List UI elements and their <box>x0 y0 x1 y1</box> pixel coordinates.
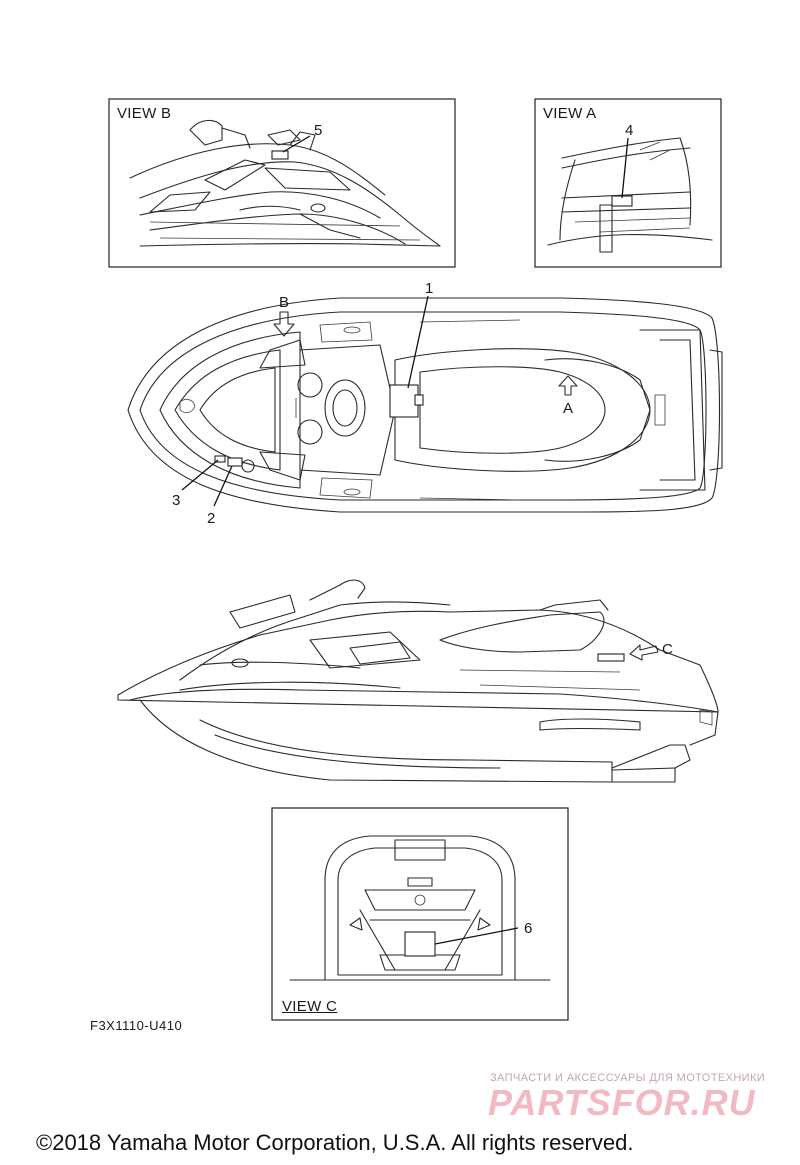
view-b-craft-drawing <box>129 119 441 247</box>
view-c-craft-drawing <box>289 835 551 981</box>
view-c-label: VIEW C <box>282 998 338 1015</box>
callout-2: 2 <box>207 510 216 527</box>
side-view-craft <box>117 579 719 783</box>
view-b-inset <box>108 98 456 268</box>
callout-3: 3 <box>172 492 181 509</box>
view-a-craft-drawing <box>547 137 713 253</box>
arrow-b-icon <box>273 311 295 337</box>
copyright-notice: ©2018 Yamaha Motor Corporation, U.S.A. A… <box>36 1130 634 1155</box>
watermark-tagline: ЗАПЧАСТИ И АКСЕССУАРЫ ДЛЯ МОТОТЕХНИКИ <box>490 1072 766 1084</box>
top-view-craft <box>127 297 723 513</box>
arrow-b-label: B <box>279 294 290 311</box>
diagram-code: F3X1110-U410 <box>90 1018 183 1033</box>
view-b-label: VIEW B <box>117 105 172 122</box>
leader-2 <box>213 465 233 507</box>
leader-3 <box>181 459 219 491</box>
leader-1 <box>407 295 429 389</box>
callout-1: 1 <box>425 280 434 297</box>
view-a-inset <box>534 98 722 268</box>
callout-5: 5 <box>314 122 323 139</box>
watermark-brand: PARTSFOR.RU <box>488 1082 756 1123</box>
arrow-c-icon <box>629 644 659 661</box>
view-a-label: VIEW A <box>543 105 597 122</box>
leader-4 <box>621 137 629 199</box>
leader-5 <box>282 135 311 153</box>
callout-6: 6 <box>524 920 533 937</box>
arrow-a-icon <box>558 375 578 396</box>
arrow-a-label: A <box>563 400 574 417</box>
view-c-inset <box>271 807 569 1021</box>
arrow-c-label: C <box>662 641 673 658</box>
callout-4: 4 <box>625 122 634 139</box>
leader-6 <box>434 927 519 945</box>
